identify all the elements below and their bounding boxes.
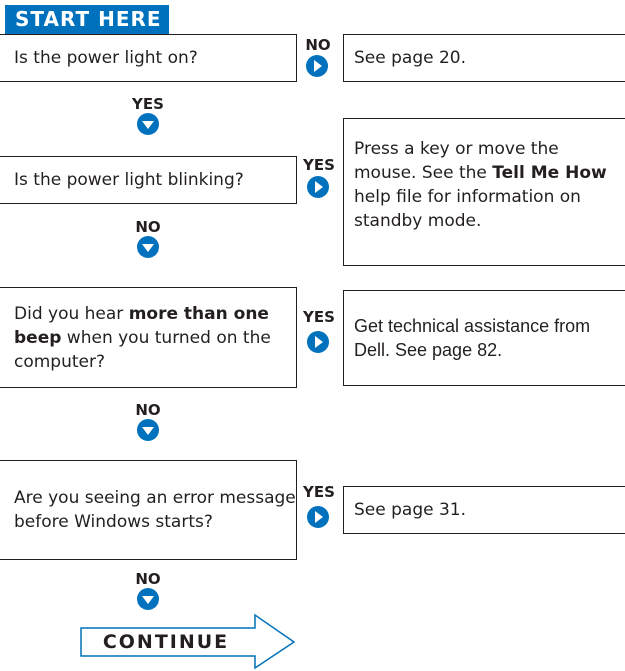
q4-side-label: YES: [303, 483, 335, 501]
q4-down-label: NO: [135, 570, 161, 588]
question-box-3: Did you hear more than one beep when you…: [0, 287, 297, 388]
start-here-banner: START HERE: [5, 5, 169, 34]
q1-down-label: YES: [132, 95, 164, 113]
question-box-1: Is the power light on?: [0, 34, 297, 82]
answer-1-text: See page 20.: [354, 48, 467, 68]
continue-arrow-icon[interactable]: [80, 613, 296, 670]
arrow-down-circle-icon: [137, 588, 159, 610]
arrow-right-circle-icon: [307, 176, 329, 198]
arrow-right-circle-icon: [307, 331, 329, 353]
question-2-text: Is the power light blinking?: [14, 170, 244, 190]
q2-side-label: YES: [303, 156, 335, 174]
continue-label[interactable]: CONTINUE: [102, 631, 230, 653]
arrow-right-circle-icon: [306, 55, 328, 77]
question-box-4: Are you seeing an error message before W…: [0, 460, 297, 560]
question-box-2: Is the power light blinking?: [0, 156, 297, 204]
q3-side-label: YES: [303, 308, 335, 326]
answer-box-3: Get technical assistance from Dell. See …: [343, 290, 625, 386]
q3-down-label: NO: [135, 401, 161, 419]
answer-4-text: See page 31.: [354, 500, 467, 520]
answer-3-text: Get technical assistance from Dell. See …: [354, 316, 591, 360]
q1-side-label: NO: [305, 36, 331, 54]
answer-2-text: Press a key or move the mouse. See the T…: [354, 139, 607, 231]
more-than-one-beep-emphasis: more than one beep: [14, 303, 269, 348]
arrow-down-circle-icon: [137, 113, 159, 135]
answer-box-1: See page 20.: [343, 34, 625, 82]
answer-box-4: See page 31.: [343, 486, 625, 534]
arrow-down-circle-icon: [137, 419, 159, 441]
question-1-text: Is the power light on?: [14, 48, 198, 68]
arrow-down-circle-icon: [137, 236, 159, 258]
question-3-text: Did you hear more than one beep when you…: [14, 303, 271, 372]
arrow-right-circle-icon: [307, 506, 329, 528]
answer-box-2: Press a key or move the mouse. See the T…: [343, 118, 625, 266]
q2-down-label: NO: [135, 218, 161, 236]
tell-me-how-emphasis: Tell Me How: [492, 163, 607, 183]
question-4-text: Are you seeing an error message before W…: [14, 488, 296, 532]
